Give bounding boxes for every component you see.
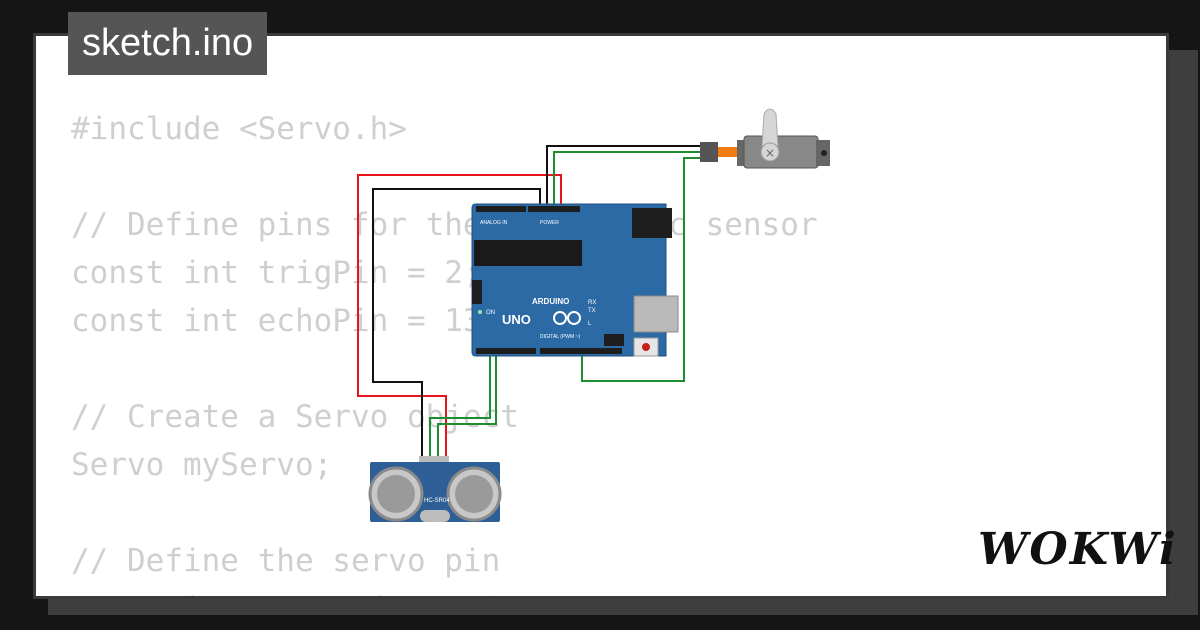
code-line: #include <Servo.h> xyxy=(71,111,407,147)
servo-screw-icon: × xyxy=(765,146,775,160)
wire-echo xyxy=(437,354,497,462)
header-power xyxy=(528,206,580,212)
on-label: ON xyxy=(486,310,495,316)
servo-motor[interactable]: × xyxy=(700,108,830,169)
rx-label: RX xyxy=(588,300,596,306)
servo-screw xyxy=(821,150,827,156)
servo-body xyxy=(743,135,819,169)
digital-label: DIGITAL (PWM ~) xyxy=(540,334,580,340)
header-top xyxy=(476,206,526,212)
icsp2-header xyxy=(604,334,624,346)
transducer-right-mesh xyxy=(455,475,493,513)
transducer-left-mesh xyxy=(377,475,415,513)
header-digital-left xyxy=(476,348,536,354)
ultrasonic-sensor[interactable]: HC-SR04 xyxy=(368,456,502,522)
code-line: Servo myServo; xyxy=(71,447,333,483)
l-label: L xyxy=(588,321,592,327)
microcontroller-chip xyxy=(474,240,582,266)
file-tab[interactable]: sketch.ino xyxy=(68,12,268,75)
icsp-header xyxy=(472,280,482,304)
wokwi-logo: WOKWi xyxy=(978,524,1178,575)
power-jack xyxy=(632,208,672,238)
arduino-uno-board[interactable]: POWER ANALOG IN ON TX RX L ARDUINO UNO D… xyxy=(471,203,679,357)
wire-servo-vcc xyxy=(553,151,703,210)
servo-tab-left xyxy=(737,140,745,166)
wire-servo-signal xyxy=(581,157,703,382)
servo-horn xyxy=(761,108,779,149)
code-line: // Create a Servo object xyxy=(71,399,519,435)
power-label: POWER xyxy=(540,220,559,226)
reset-button-cap xyxy=(642,343,650,351)
usb-port xyxy=(633,295,679,333)
analog-label: ANALOG IN xyxy=(480,220,508,226)
code-line: // Define the servo pin xyxy=(71,543,501,579)
tx-label: TX xyxy=(588,308,596,314)
sensor-pins xyxy=(419,456,449,466)
crystal xyxy=(420,510,450,522)
wires xyxy=(357,145,703,462)
brand-label: ARDUINO xyxy=(532,297,569,306)
wire-vcc xyxy=(357,174,562,462)
servo-cable xyxy=(718,147,738,157)
arduino-logo-icon xyxy=(553,311,567,325)
code-line: const int trigPin = 2; xyxy=(71,255,482,291)
servo-connector xyxy=(700,142,718,162)
header-digital-right xyxy=(540,348,622,354)
servo-shaft xyxy=(760,142,780,162)
model-label: UNO xyxy=(502,312,531,327)
sensor-model-label: HC-SR04 xyxy=(424,498,450,504)
on-led xyxy=(478,310,482,314)
wire-sensor-gnd xyxy=(372,188,541,462)
arduino-logo-icon xyxy=(567,311,581,325)
wire-trig xyxy=(429,354,491,462)
wire-servo-gnd xyxy=(546,145,703,210)
code-line: const int servoPin = 12; xyxy=(71,585,818,596)
